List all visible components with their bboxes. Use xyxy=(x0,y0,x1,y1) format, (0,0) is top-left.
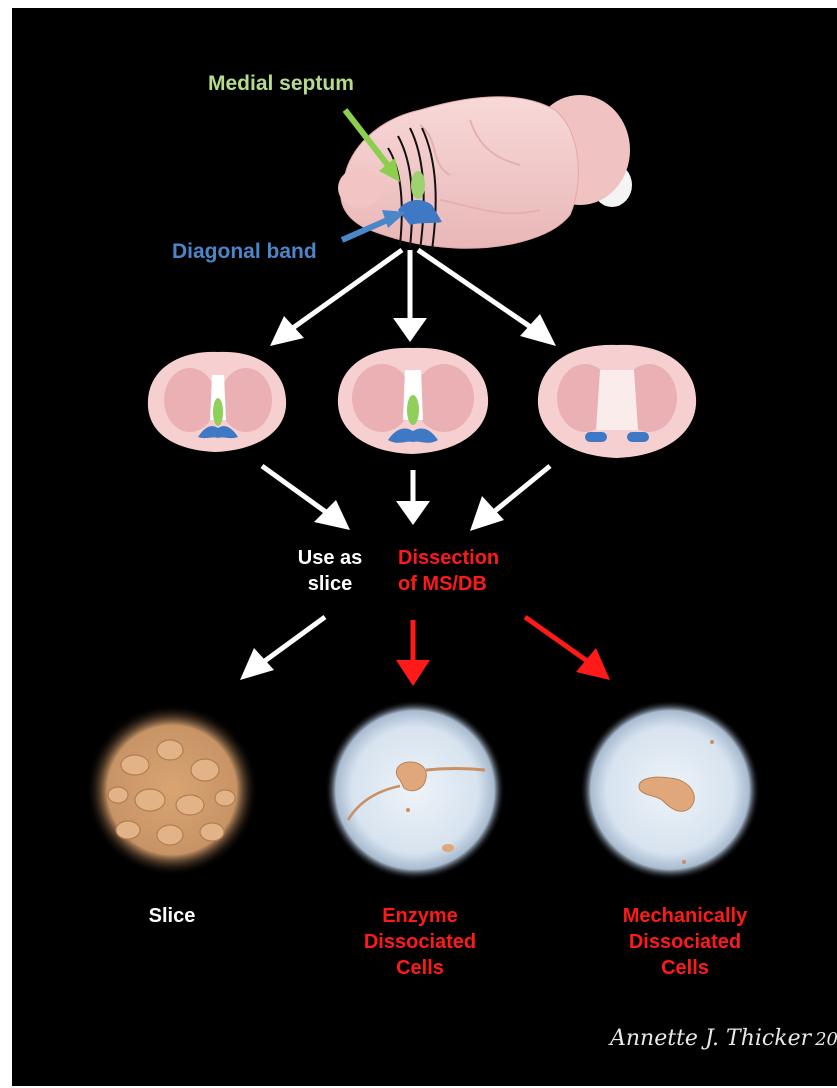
arrow-to-enzyme-head xyxy=(396,660,430,686)
arrow-to-mechanical xyxy=(525,617,590,663)
mech-line-2: Dissociated xyxy=(600,929,770,955)
use-as-slice-line-2: slice xyxy=(296,571,364,597)
mech-line-3: Cells xyxy=(600,955,770,981)
arrow-to-mechanical-head xyxy=(576,648,610,680)
slices-to-processing-arrows xyxy=(262,466,550,531)
arrow-to-slice-3 xyxy=(418,250,535,330)
arrow-slice3-down-head xyxy=(470,496,504,531)
arrow-to-slice-3-head xyxy=(520,314,556,346)
enzyme-line-3: Cells xyxy=(345,955,495,981)
dissection-line-1: Dissection xyxy=(398,545,499,571)
enzyme-cells-micrograph xyxy=(325,700,505,880)
arrow-to-slice-prep xyxy=(262,617,325,663)
coronal-section-1 xyxy=(148,352,286,452)
coronal-section-3 xyxy=(538,345,696,458)
mechanical-cells-micrograph xyxy=(580,700,760,880)
medial-septum-region xyxy=(411,171,425,199)
signature-name: Annette J. Thicker xyxy=(610,1026,811,1051)
arrow-to-slice-1-head xyxy=(270,316,304,346)
mechanically-dissociated-label: Mechanically Dissociated Cells xyxy=(600,903,770,981)
olfactory-bulb xyxy=(338,168,382,208)
diagonal-band-label: Diagonal band xyxy=(172,238,317,265)
enzyme-dissociated-label: Enzyme Dissociated Cells xyxy=(345,903,495,981)
arrow-slice2-down-head xyxy=(396,501,430,525)
preparation-arrows xyxy=(240,617,610,686)
dissection-line-2: of MS/DB xyxy=(398,571,499,597)
enzyme-line-2: Dissociated xyxy=(345,929,495,955)
arrow-to-slice-2-head xyxy=(393,318,427,342)
arrow-slice3-down xyxy=(490,466,550,515)
signature-year: 2021 xyxy=(815,1029,837,1050)
arrow-slice1-down xyxy=(262,466,330,515)
slice-label: Slice xyxy=(132,903,212,929)
use-as-slice-line-1: Use as xyxy=(296,545,364,571)
use-as-slice-label: Use as slice xyxy=(296,545,364,597)
enzyme-line-1: Enzyme xyxy=(345,903,495,929)
dissection-label: Dissection of MS/DB xyxy=(398,545,499,597)
mech-line-1: Mechanically xyxy=(600,903,770,929)
slice-micrograph xyxy=(86,704,258,876)
arrow-to-slice-prep-head xyxy=(240,648,274,680)
artist-signature: Annette J. Thicker2021 xyxy=(610,1026,837,1051)
coronal-section-2 xyxy=(338,348,488,454)
medial-septum-label: Medial septum xyxy=(208,70,354,97)
